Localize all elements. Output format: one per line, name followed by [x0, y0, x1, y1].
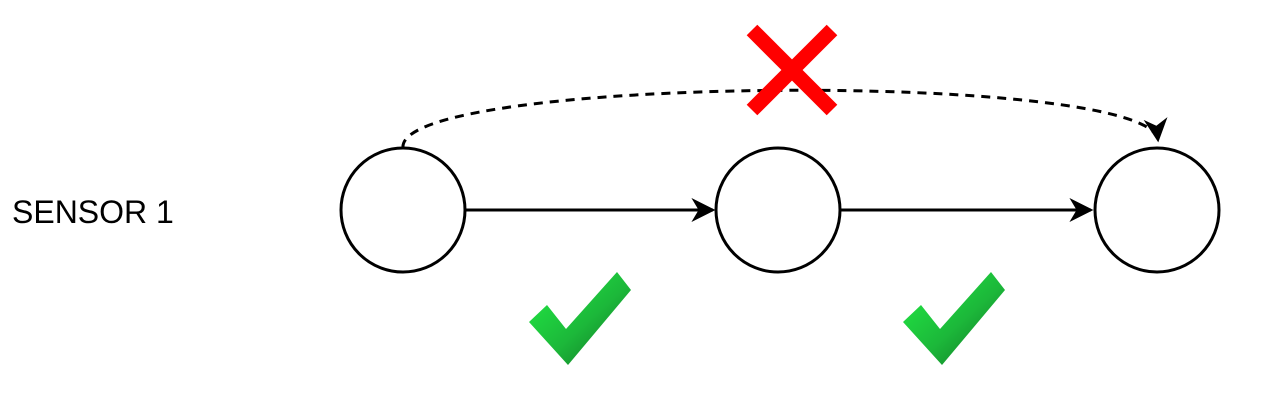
cross-mark-icon — [746, 24, 838, 116]
node-2 — [714, 146, 842, 274]
node-1 — [339, 146, 467, 274]
edge-node1-node3-forbidden — [401, 88, 1168, 149]
check-mark-icon — [903, 272, 1005, 365]
check-mark-icon — [529, 272, 631, 365]
node-3 — [1093, 146, 1221, 274]
sensor-row-label: SENSOR 1 — [12, 194, 174, 230]
